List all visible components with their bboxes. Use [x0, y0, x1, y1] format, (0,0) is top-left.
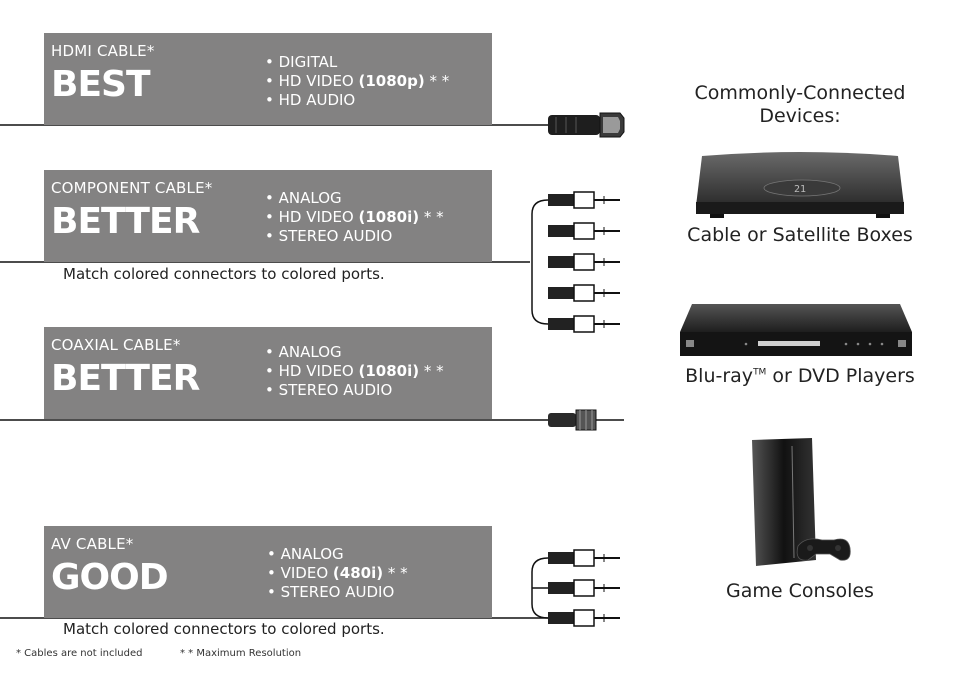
game-console-label: Game Consoles — [726, 580, 874, 602]
component-connectors-icon — [548, 191, 620, 333]
cable-grade: BETTER — [51, 201, 200, 242]
component-note: Match colored connectors to colored port… — [63, 265, 385, 283]
footnote-max-resolution: * * Maximum Resolution — [180, 648, 302, 659]
cable-grade: BETTER — [51, 358, 200, 399]
coaxial-connector-icon — [548, 409, 624, 431]
av-connectors-icon — [548, 549, 620, 627]
footnote-not-included: * Cables are not included — [16, 648, 143, 659]
feature-item: HD VIDEO (1080p) * * — [265, 72, 450, 91]
feature-item: HD AUDIO — [265, 91, 449, 110]
feature-item: ANALOG — [265, 343, 444, 362]
feature-item: VIDEO (480i) * * — [267, 564, 408, 583]
hdmi-cable-panel: HDMI CABLE* BEST DIGITAL HD VIDEO (1080p… — [44, 33, 492, 125]
bluray-label: Blu-rayTM or DVD Players — [685, 365, 915, 387]
feature-list: ANALOG HD VIDEO (1080i) * * STEREO AUDIO — [265, 343, 444, 400]
feature-item: HD VIDEO (1080i) * * — [265, 362, 444, 381]
cable-box-icon: 21 — [696, 152, 904, 218]
feature-list: ANALOG HD VIDEO (1080i) * * STEREO AUDIO — [265, 189, 444, 246]
cable-name: HDMI CABLE* — [51, 42, 155, 60]
feature-item: DIGITAL — [265, 53, 449, 72]
cable-name: COMPONENT CABLE* — [51, 179, 213, 197]
cable-name: COAXIAL CABLE* — [51, 336, 181, 354]
bluray-player-icon — [680, 304, 912, 356]
feature-item: STEREO AUDIO — [267, 583, 408, 602]
hdmi-connector-icon — [548, 112, 625, 138]
feature-list: ANALOG VIDEO (480i) * * STEREO AUDIO — [267, 545, 408, 602]
component-cable-panel: COMPONENT CABLE* BETTER ANALOG HD VIDEO … — [44, 170, 492, 262]
devices-title: Commonly-Connected Devices: — [694, 82, 906, 127]
feature-item: STEREO AUDIO — [265, 227, 444, 246]
cable-grade: GOOD — [51, 557, 169, 598]
av-note: Match colored connectors to colored port… — [63, 620, 385, 638]
coaxial-cable-panel: COAXIAL CABLE* BETTER ANALOG HD VIDEO (1… — [44, 327, 492, 419]
cable-box-display: 21 — [794, 184, 806, 195]
cable-name: AV CABLE* — [51, 535, 134, 553]
feature-list: DIGITAL HD VIDEO (1080p) * * HD AUDIO — [265, 53, 450, 110]
cable-grade: BEST — [51, 64, 151, 105]
feature-item: ANALOG — [265, 189, 444, 208]
feature-item: HD VIDEO (1080i) * * — [265, 208, 444, 227]
game-console-icon — [752, 438, 851, 566]
feature-item: ANALOG — [267, 545, 408, 564]
feature-item: STEREO AUDIO — [265, 381, 444, 400]
cable-box-label: Cable or Satellite Boxes — [687, 224, 913, 246]
av-cable-panel: AV CABLE* GOOD ANALOG VIDEO (480i) * * S… — [44, 526, 492, 618]
